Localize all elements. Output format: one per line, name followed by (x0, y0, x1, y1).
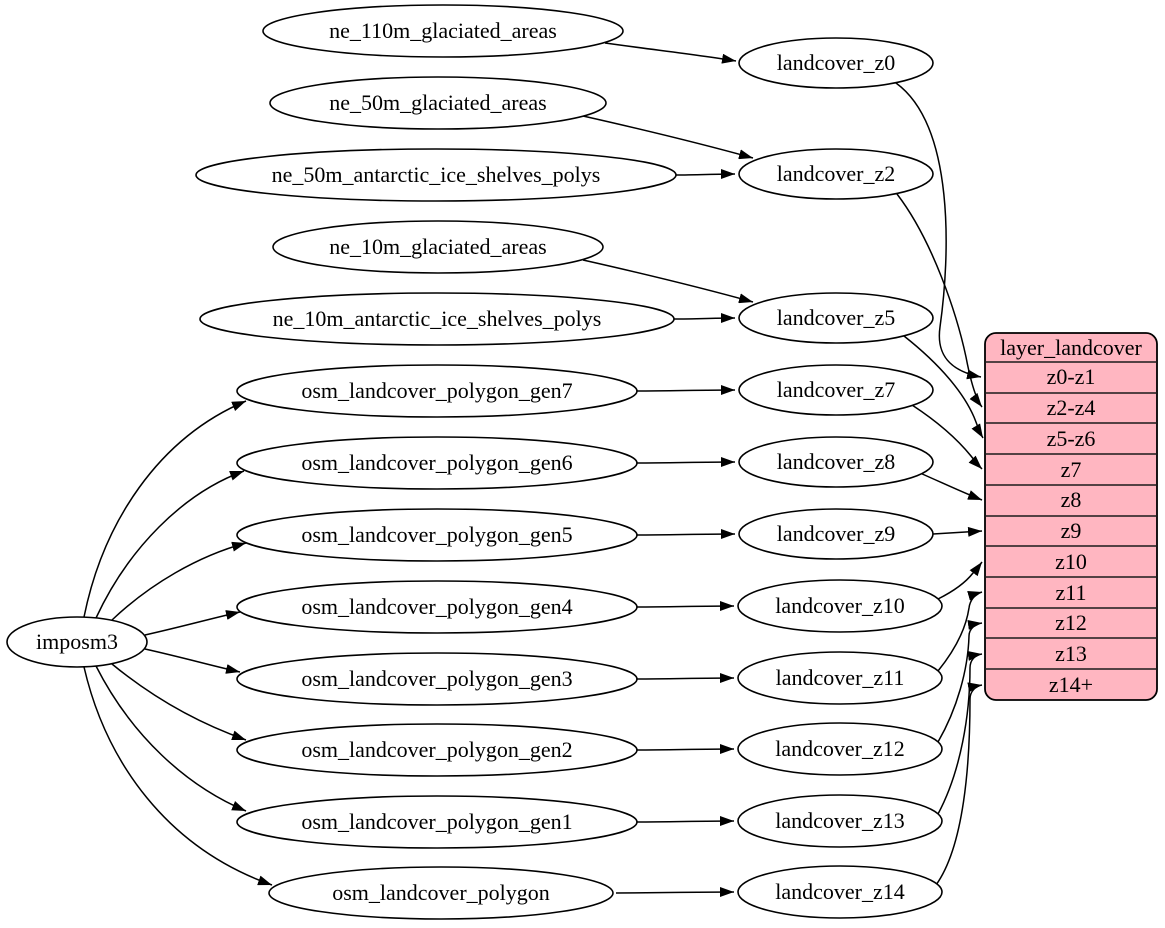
node-label: landcover_z11 (776, 665, 905, 690)
node-landcover_z0: landcover_z0 (738, 37, 934, 89)
record-row-z7: z7 (1061, 457, 1082, 482)
node-osm_landcover_polygon_gen2: osm_landcover_polygon_gen2 (236, 723, 638, 777)
edge-imposm3-osm_landcover_polygon_gen2 (111, 663, 247, 741)
edge-landcover_z14-row-z14plus (935, 682, 983, 886)
node-label: osm_landcover_polygon_gen4 (301, 594, 572, 619)
node-ne_10m_glaciated_areas: ne_10m_glaciated_areas (272, 220, 604, 274)
edge-osm_landcover_polygon_gen1-landcover_z13 (636, 816, 735, 827)
node-osm_landcover_polygon_gen1: osm_landcover_polygon_gen1 (236, 795, 638, 849)
node-landcover_z10: landcover_z10 (737, 579, 943, 633)
node-label: landcover_z2 (777, 161, 896, 186)
node-ne_110m_glaciated_areas: ne_110m_glaciated_areas (262, 4, 624, 58)
edge-ne_10m_antarctic_ice_shelves_polys-landcover_z5 (673, 313, 736, 324)
edge-landcover_z2-row-z2-z4 (896, 193, 983, 408)
edge-imposm3-osm_landcover_polygon_gen1 (95, 665, 247, 812)
node-label: osm_landcover_polygon_gen2 (301, 737, 572, 762)
edge-osm_landcover_polygon_gen7-landcover_z7 (636, 385, 736, 396)
node-label: ne_50m_antarctic_ice_shelves_polys (272, 162, 601, 187)
node-landcover_z13: landcover_z13 (737, 794, 943, 848)
edge-osm_landcover_polygon_gen2-landcover_z12 (636, 744, 735, 755)
node-label: osm_landcover_polygon_gen7 (301, 378, 572, 403)
edge-ne_110m_glaciated_areas-landcover_z0 (604, 42, 737, 64)
record-row-z9: z9 (1061, 518, 1082, 543)
node-landcover_z5: landcover_z5 (738, 292, 934, 344)
node-landcover_z12: landcover_z12 (737, 722, 943, 776)
node-osm_landcover_polygon_gen6: osm_landcover_polygon_gen6 (236, 436, 638, 490)
node-label: landcover_z9 (777, 521, 896, 546)
node-label: ne_50m_glaciated_areas (329, 90, 546, 115)
edge-ne_50m_glaciated_areas-landcover_z2 (582, 115, 754, 160)
node-imposm3: imposm3 (6, 616, 148, 668)
record-row-z0-z1: z0-z1 (1047, 364, 1096, 389)
edge-osm_landcover_polygon_gen3-landcover_z11 (636, 673, 735, 684)
edge-landcover_z9-row-z9 (932, 526, 983, 537)
node-ne_10m_antarctic_ice_shelves_polys: ne_10m_antarctic_ice_shelves_polys (199, 292, 675, 346)
edge-imposm3-osm_landcover_polygon_gen6 (95, 470, 245, 619)
node-layer_landcover: layer_landcover z0-z1 z2-z4 z5-z6 z7 z8 … (984, 332, 1158, 701)
node-landcover_z11: landcover_z11 (737, 651, 943, 705)
node-landcover_z7: landcover_z7 (738, 364, 934, 416)
node-label: ne_10m_antarctic_ice_shelves_polys (273, 306, 602, 331)
node-osm_landcover_polygon_gen7: osm_landcover_polygon_gen7 (236, 364, 638, 418)
edge-landcover_z8-row-z8 (919, 472, 983, 501)
node-label: osm_landcover_polygon_gen3 (301, 666, 572, 691)
edge-imposm3-osm_landcover_polygon_gen7 (83, 400, 247, 618)
node-label: landcover_z10 (775, 593, 905, 618)
node-label: landcover_z0 (777, 50, 896, 75)
edge-imposm3-osm_landcover_polygon_gen4 (144, 610, 241, 636)
node-label: osm_landcover_polygon_gen6 (301, 450, 572, 475)
node-label: ne_110m_glaciated_areas (329, 18, 557, 43)
record-row-z12: z12 (1055, 610, 1087, 635)
record-row-z14plus: z14+ (1049, 672, 1093, 697)
node-ne_50m_antarctic_ice_shelves_polys: ne_50m_antarctic_ice_shelves_polys (195, 148, 677, 202)
node-label: osm_landcover_polygon_gen5 (301, 522, 572, 547)
node-label: osm_landcover_polygon (332, 880, 550, 905)
node-label: ne_10m_glaciated_areas (329, 234, 546, 259)
record-row-z11: z11 (1056, 580, 1087, 605)
edge-ne_10m_glaciated_areas-landcover_z5 (582, 259, 754, 304)
edge-osm_landcover_polygon_gen5-landcover_z9 (636, 529, 736, 540)
edges-layer (83, 42, 984, 898)
edge-landcover_z7-row-z7 (911, 404, 983, 470)
node-landcover_z9: landcover_z9 (738, 508, 934, 560)
record-row-z13: z13 (1055, 641, 1087, 666)
node-landcover_z8: landcover_z8 (738, 436, 934, 488)
edge-landcover_z13-row-z13 (937, 651, 983, 815)
node-osm_landcover_polygon_gen4: osm_landcover_polygon_gen4 (236, 580, 638, 634)
node-osm_landcover_polygon_gen5: osm_landcover_polygon_gen5 (236, 508, 638, 562)
edge-imposm3-osm_landcover_polygon (83, 666, 273, 886)
edge-imposm3-osm_landcover_polygon_gen5 (111, 541, 247, 621)
record-row-z2-z4: z2-z4 (1047, 395, 1096, 420)
edge-landcover_z5-row-z5-z6 (903, 335, 984, 439)
edge-osm_landcover_polygon_gen4-landcover_z10 (636, 601, 735, 612)
node-ne_50m_glaciated_areas: ne_50m_glaciated_areas (269, 76, 607, 130)
node-landcover_z14: landcover_z14 (737, 865, 943, 919)
edge-landcover_z11-row-z11 (937, 591, 983, 672)
edge-ne_50m_antarctic_ice_shelves_polys-landcover_z2 (675, 169, 736, 180)
record-title: layer_landcover (1000, 335, 1142, 360)
node-landcover_z2: landcover_z2 (738, 148, 934, 200)
edge-imposm3-osm_landcover_polygon_gen3 (144, 648, 241, 674)
node-label: landcover_z14 (775, 879, 905, 904)
node-label: landcover_z7 (777, 377, 896, 402)
node-label: imposm3 (36, 629, 118, 654)
node-osm_landcover_polygon: osm_landcover_polygon (268, 866, 614, 920)
node-label: landcover_z8 (777, 449, 896, 474)
record-row-z10: z10 (1055, 549, 1087, 574)
node-label: landcover_z5 (777, 305, 896, 330)
edge-osm_landcover_polygon-landcover_z14 (615, 887, 735, 898)
edge-landcover_z0-row-z0-z1 (895, 82, 982, 380)
edge-landcover_z12-row-z12 (937, 620, 983, 743)
record-row-z8: z8 (1061, 487, 1082, 512)
node-osm_landcover_polygon_gen3: osm_landcover_polygon_gen3 (236, 652, 638, 706)
node-label: osm_landcover_polygon_gen1 (301, 809, 572, 834)
edge-landcover_z10-row-z10 (937, 561, 983, 600)
node-label: landcover_z13 (775, 808, 905, 833)
record-row-z5-z6: z5-z6 (1047, 426, 1096, 451)
node-label: landcover_z12 (775, 736, 905, 761)
edge-osm_landcover_polygon_gen6-landcover_z8 (636, 457, 736, 468)
